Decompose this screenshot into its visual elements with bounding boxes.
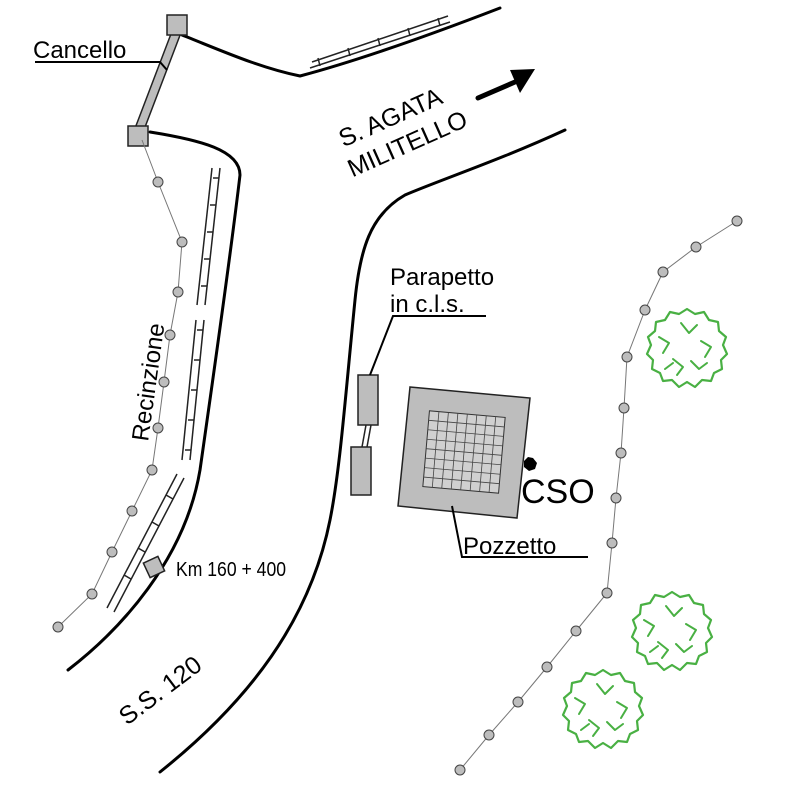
label-road: S.S. 120 xyxy=(114,651,207,731)
road-edge-west xyxy=(66,130,242,672)
label-cancello: Cancello xyxy=(33,37,126,64)
parapet xyxy=(350,374,379,496)
gate xyxy=(127,14,188,147)
km-marker xyxy=(142,555,166,579)
road-edges xyxy=(66,6,567,774)
fence-east xyxy=(454,215,743,776)
label-pozzetto: Pozzetto xyxy=(463,533,556,560)
label-parapetto-line2: in c.l.s. xyxy=(390,291,465,318)
guardrail-west xyxy=(106,167,221,613)
road-edge-north xyxy=(180,6,502,78)
arrow-right-icon xyxy=(475,69,535,101)
parapet-block-1 xyxy=(357,374,379,426)
label-parapetto-line1: Parapetto xyxy=(390,264,494,291)
tree-icon xyxy=(630,590,714,672)
tree-icon xyxy=(645,307,729,389)
label-cso: CSO xyxy=(521,473,595,511)
guardrail-north xyxy=(309,15,451,69)
gate-bar xyxy=(133,24,183,137)
fence-west xyxy=(52,139,188,633)
parapetto-leader xyxy=(369,315,486,376)
tree-icon xyxy=(561,668,645,750)
gate-post-top xyxy=(166,14,188,36)
gate-post-bottom xyxy=(127,125,149,147)
cso-point-icon xyxy=(524,457,537,471)
label-km: Km 160 + 400 xyxy=(176,558,286,580)
road-edge-east xyxy=(158,128,567,774)
parapet-block-2 xyxy=(350,446,372,496)
pozzetto xyxy=(397,386,531,519)
cancello-leader xyxy=(35,61,168,71)
pozzetto-leader xyxy=(451,505,588,558)
